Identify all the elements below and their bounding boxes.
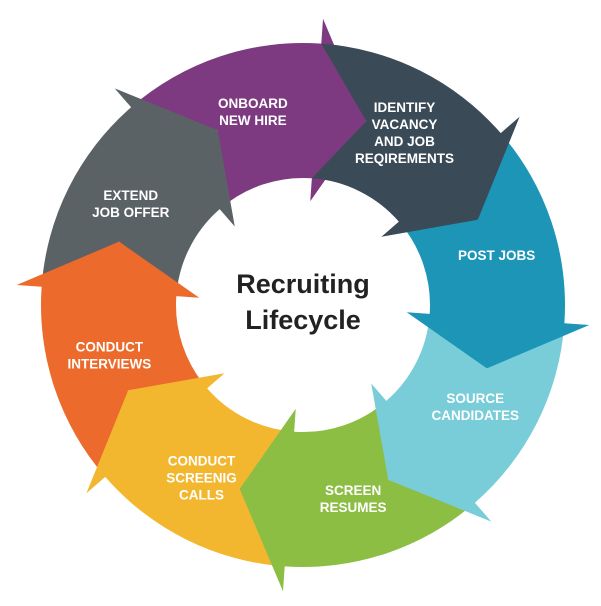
stage-arrow-3 xyxy=(371,313,565,522)
stage-label-line: CONDUCT xyxy=(76,340,144,355)
stage-label-line: ONBOARD xyxy=(218,96,288,111)
center-title-line: Recruiting xyxy=(236,269,370,299)
stage-arrow-7 xyxy=(41,88,235,297)
stage-arrow-8 xyxy=(131,18,367,210)
stage-label-1: IDENTIFY VACANCY AND JOB REQIREMENTS xyxy=(355,100,454,166)
stage-label-8: ONBOARD NEW HIRE xyxy=(218,96,288,128)
stage-label-line: INTERVIEWS xyxy=(68,357,152,372)
stage-label-line: RESUMES xyxy=(320,500,387,515)
stage-label-5: CONDUCT SCREENIG CALLS xyxy=(166,453,237,502)
cycle-arrows xyxy=(16,18,590,592)
stage-label-line: REQIREMENTS xyxy=(355,151,454,166)
stage-label-line: JOB OFFER xyxy=(92,205,170,220)
stage-arrow-6 xyxy=(16,241,208,477)
stage-label-3: SOURCE CANDIDATES xyxy=(432,391,520,423)
stage-label-line: IDENTIFY xyxy=(374,100,436,115)
stage-arrow-5 xyxy=(86,373,295,567)
stage-label-line: SCREEN xyxy=(325,483,381,498)
stage-label-line: CONDUCT xyxy=(168,453,236,468)
stage-label-line: POST JOBS xyxy=(458,248,535,263)
stage-arrow-2 xyxy=(398,133,590,369)
stage-label-line: NEW HIRE xyxy=(219,113,287,128)
stage-labels: IDENTIFY VACANCY AND JOB REQIREMENTS POST JO… xyxy=(68,96,536,515)
stage-label-2: POST JOBS xyxy=(458,248,535,263)
stage-label-line: CALLS xyxy=(179,487,224,502)
stage-label-line: SOURCE xyxy=(446,391,504,406)
stage-label-7: EXTEND JOB OFFER xyxy=(92,188,170,220)
stage-label-line: CANDIDATES xyxy=(432,408,520,423)
stage-label-line: VACANCY xyxy=(372,117,438,132)
stage-label-line: SCREENIG xyxy=(166,470,237,485)
stage-label-line: AND JOB xyxy=(374,134,435,149)
stage-arrow-4 xyxy=(239,400,475,592)
stage-label-line: EXTEND xyxy=(103,188,158,203)
center-title-line: Lifecycle xyxy=(245,305,361,335)
stage-label-6: CONDUCT INTERVIEWS xyxy=(68,340,152,372)
stage-label-4: SCREEN RESUMES xyxy=(320,483,387,515)
stage-arrow-1 xyxy=(311,43,520,237)
